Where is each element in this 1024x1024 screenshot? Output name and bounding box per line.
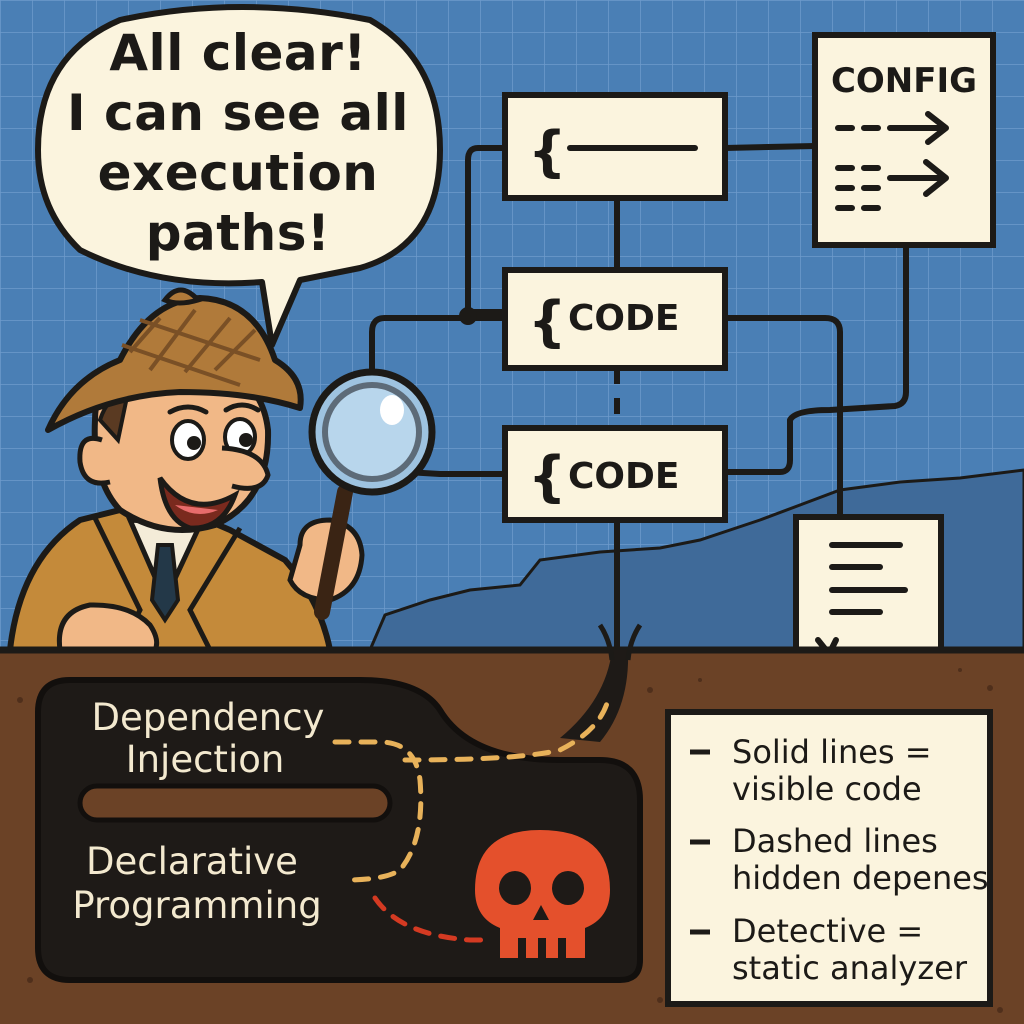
brace-icon: { bbox=[528, 445, 566, 508]
code-box-top: { bbox=[502, 92, 728, 201]
soil-speckles bbox=[17, 668, 1003, 1013]
injection-label: Injection bbox=[126, 738, 285, 781]
programming-label: Programming bbox=[72, 884, 321, 927]
magnifying-glass-icon bbox=[308, 368, 436, 620]
legend-box: Solid lines = visible code Dashed lines … bbox=[665, 709, 993, 1007]
code-box-lower-label: CODE bbox=[568, 456, 680, 497]
brace-icon: { bbox=[528, 290, 566, 353]
bubble-line-4: paths! bbox=[146, 204, 331, 262]
legend-item-2-line-1: Dashed lines bbox=[732, 822, 938, 860]
bubble-line-1: All clear! bbox=[109, 24, 366, 82]
skull-icon bbox=[475, 830, 610, 958]
config-title: CONFIG bbox=[831, 61, 977, 101]
detective-character bbox=[7, 287, 365, 653]
danger-path bbox=[372, 895, 493, 943]
code-box-lower: { CODE bbox=[502, 425, 728, 523]
bubble-line-2: I can see all bbox=[67, 84, 409, 142]
hidden-dependency-dashes bbox=[332, 697, 611, 883]
dependency-label: Dependency bbox=[92, 696, 325, 739]
code-box-middle-label: CODE bbox=[568, 298, 680, 339]
legend-item-3-line-1: Detective = bbox=[732, 912, 923, 950]
declarative-label: Declarative bbox=[86, 840, 298, 883]
speech-bubble: All clear! I can see all execution paths… bbox=[35, 4, 443, 348]
legend-item-3-line-2: static analyzer bbox=[732, 949, 968, 987]
code-box-middle: { CODE bbox=[502, 267, 728, 371]
legend-item-2-line-2: hidden depenes bbox=[732, 859, 989, 897]
config-box: CONFIG bbox=[812, 32, 996, 248]
bubble-line-3: execution bbox=[98, 144, 379, 202]
legend-item-1-line-2: visible code bbox=[732, 770, 922, 808]
document-icon bbox=[793, 514, 944, 660]
arrow-icon bbox=[835, 111, 949, 211]
brace-icon: { bbox=[528, 120, 566, 183]
legend-item-1-line-1: Solid lines = bbox=[732, 733, 932, 771]
